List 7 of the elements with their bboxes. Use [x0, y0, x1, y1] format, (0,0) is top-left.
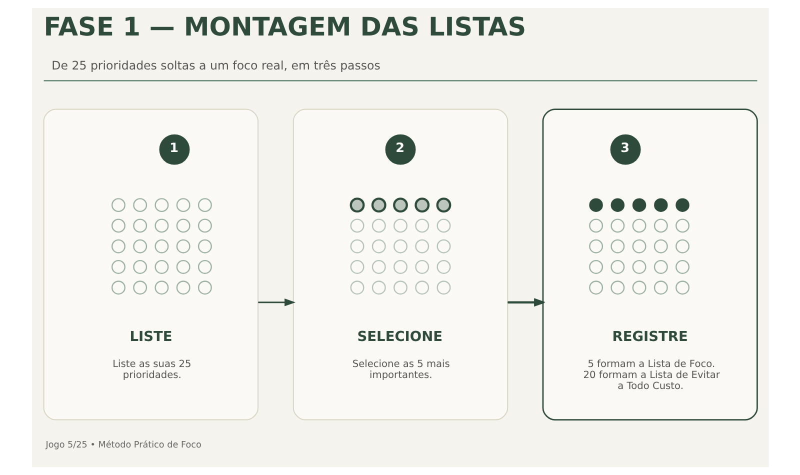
arrow — [258, 298, 296, 306]
node-circle: 3 — [610, 134, 640, 165]
diagram-title: FASE 1 — MONTAGEM DAS LISTAS — [43, 12, 526, 42]
node-circle: 1 — [158, 134, 190, 165]
label: Jogo 5/25 • Método Prático de Foco — [45, 440, 201, 450]
node-circle: 2 — [384, 134, 416, 165]
label: De 25 prioridades soltas a um foco real, em três passos — [51, 58, 380, 73]
